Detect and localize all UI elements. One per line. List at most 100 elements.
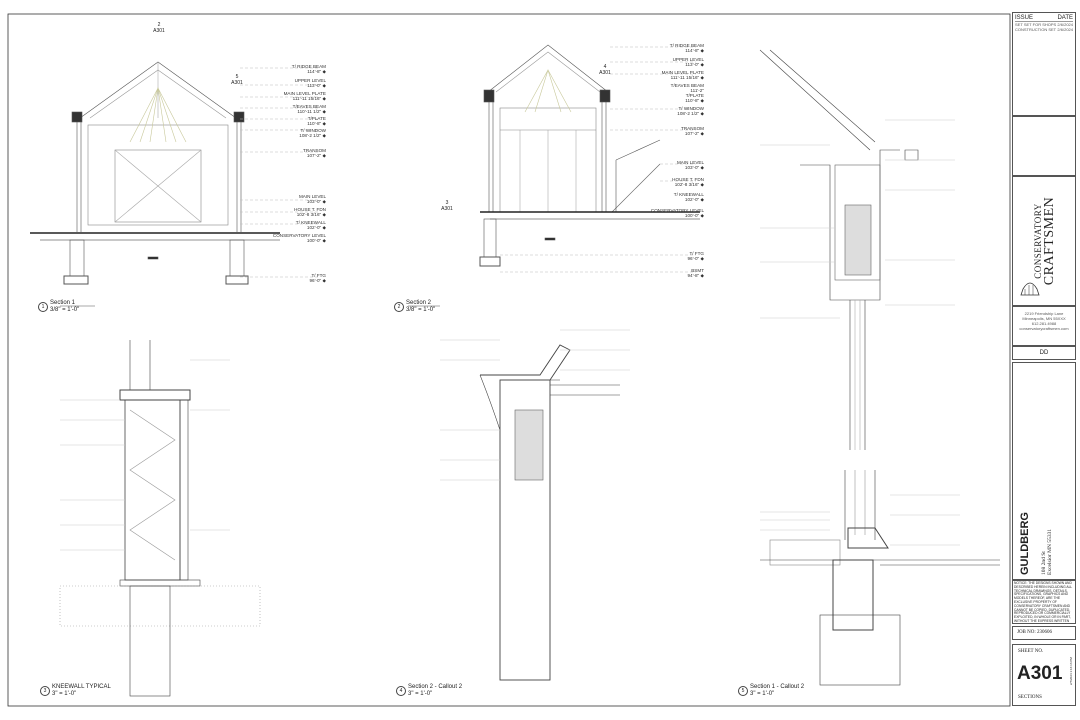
drawn-by: DD xyxy=(1012,346,1076,360)
level-target-icon: ◆ xyxy=(699,131,704,136)
dome-logo-icon xyxy=(1020,282,1040,296)
level-marker: CONSERVATORY LEVEL 100'-0" ◆ xyxy=(626,208,704,218)
marker-number: 4 xyxy=(603,64,607,70)
level-label: T/ RIDGE BEAM 114'-8" xyxy=(669,43,704,53)
level-marker: UPPER LEVEL 113'-0" ◆ xyxy=(626,57,704,67)
level-target-icon: ◆ xyxy=(321,199,326,204)
view-title: Section 1 - Callout 2 xyxy=(750,684,805,690)
level-label: T/ KNEEWALL 102'-0" xyxy=(295,220,326,230)
level-target-icon: ◆ xyxy=(321,212,326,217)
section-2-drawing xyxy=(479,44,700,273)
level-label: T/ WINDOW 108'-2 1/2" xyxy=(677,106,704,116)
level-label: MAIN LEVEL PLATE 111'-11 15/16" xyxy=(283,91,326,101)
view-scale: 3" = 1'-0" xyxy=(52,691,77,697)
section-1-callout-2-drawing xyxy=(760,470,1000,686)
blank-block xyxy=(1012,116,1076,176)
view-number: 1 xyxy=(38,302,48,312)
view-scale: 3/8" = 1'-0" xyxy=(406,307,436,313)
phone: 612.281.4988 xyxy=(1031,321,1057,326)
level-target-icon: ◆ xyxy=(699,273,704,278)
level-label: HOUSE T. FDN 102'-8 3/16" xyxy=(294,207,326,217)
section-2-callout-2-drawing xyxy=(440,329,630,681)
level-target-icon: ◆ xyxy=(699,182,704,187)
project-block: GULDBERG 108 2nd St Excelsior MN 55331 xyxy=(1012,362,1076,580)
level-label: T/EAVES BEAM 110'-11 1/2" xyxy=(292,104,326,114)
view-title: KNEEWALL TYPICAL xyxy=(52,684,111,690)
drawn-by-value: DD xyxy=(1039,350,1049,356)
level-marker: T/PLATE 110'-8" ◆ xyxy=(248,116,326,126)
level-marker: TRANSOM 107'-2" ◆ xyxy=(626,126,704,136)
level-target-icon: ◆ xyxy=(699,75,704,80)
issue-name: CONSTRUCTION SET xyxy=(1015,27,1057,32)
level-marker: CONSERVATORY LEVEL 100'-0" ◆ xyxy=(248,233,326,243)
level-label: T/EAVES BEAM 111'-2" T/PLATE 110'-8" xyxy=(670,83,704,103)
view-number: 4 xyxy=(396,686,406,696)
section-1-callout-1-drawing xyxy=(759,49,955,450)
level-marker: TRANSOM 107'-2" ◆ xyxy=(248,148,326,158)
marker-sheet: A301 xyxy=(599,70,611,76)
company-contact: 2219 Friendship Lane Minneapolis, MN 55X… xyxy=(1012,306,1076,346)
issue-date: 2/6/2024 xyxy=(1057,27,1073,32)
marker-sheet: A301 xyxy=(231,80,243,86)
sheet-number: A301 xyxy=(1017,663,1063,684)
view-scale: 3/8" = 1'-0" xyxy=(50,307,80,313)
level-marker: T/ WINDOW 108'-2 1/2" ◆ xyxy=(248,128,326,138)
level-marker: BSMT 94'-8" ◆ xyxy=(626,268,704,278)
view-number: 2 xyxy=(394,302,404,312)
level-marker: T/ KNEEWALL 102'-0" ◆ xyxy=(626,192,704,202)
level-target-icon: ◆ xyxy=(321,96,326,101)
level-target-icon: ◆ xyxy=(321,83,326,88)
level-target-icon: ◆ xyxy=(321,153,326,158)
date-header: DATE xyxy=(1057,15,1073,21)
level-marker: MAIN LEVEL 103'-0" ◆ xyxy=(248,194,326,204)
level-label: TRANSOM 107'-2" xyxy=(303,148,326,158)
level-marker: T/EAVES BEAM 110'-11 1/2" ◆ xyxy=(248,104,326,114)
view-title: Section 2 xyxy=(406,300,432,306)
section-1-drawing xyxy=(30,61,318,285)
level-label: T/ FTG 96'-0" xyxy=(309,273,326,283)
sheet-title: SECTIONS xyxy=(1018,695,1042,700)
level-target-icon: ◆ xyxy=(699,197,704,202)
level-marker: T/ FTG 96'-0" ◆ xyxy=(626,251,704,261)
level-target-icon: ◆ xyxy=(699,256,704,261)
view-number: 5 xyxy=(738,686,748,696)
view-title: Section 1 xyxy=(50,300,76,306)
level-label: CONSERVATORY LEVEL 100'-0" xyxy=(650,208,704,218)
level-label: T/PLATE 110'-8" xyxy=(307,116,326,126)
view-scale: 3" = 1'-0" xyxy=(408,691,433,697)
level-label: HOUSE T. FDN 102'-8 3/16" xyxy=(672,177,704,187)
level-label: T/ RIDGE BEAM 114'-8" xyxy=(291,64,326,74)
issue-date: 2/6/2024 xyxy=(1057,22,1073,27)
level-label: T/ KNEEWALL 102'-0" xyxy=(673,192,704,202)
view-title: Section 2 - Callout 2 xyxy=(408,684,463,690)
project-name: GULDBERG xyxy=(1019,512,1031,575)
level-label: CONSERVATORY LEVEL 100'-0" xyxy=(272,233,326,243)
level-marker: T/ FTG 96'-0" ◆ xyxy=(248,273,326,283)
level-label: T/ FTG 96'-0" xyxy=(687,251,704,261)
level-target-icon: ◆ xyxy=(321,69,326,74)
level-target-icon: ◆ xyxy=(699,62,704,67)
address-line-2: Minneapolis, MN 55XXX xyxy=(1022,316,1066,321)
level-label: TRANSOM 107'-2" xyxy=(681,126,704,136)
level-label: MAIN LEVEL 103'-0" xyxy=(676,160,704,170)
level-marker: MAIN LEVEL 103'-0" ◆ xyxy=(626,160,704,170)
notice-text: NOTICE: THE DESIGNS SHOWN AND DESCRIBED … xyxy=(1014,581,1073,623)
sheet-number-block: SHEET NO. A301 SECTIONS 2/7/2024 1:16:16… xyxy=(1012,644,1076,706)
issue-header: ISSUE xyxy=(1015,15,1034,21)
marker-sheet: A301 xyxy=(153,28,165,34)
level-target-icon: ◆ xyxy=(321,278,326,283)
level-target-icon: ◆ xyxy=(321,133,326,138)
level-target-icon: ◆ xyxy=(321,121,326,126)
level-label: BSMT 94'-8" xyxy=(687,268,704,278)
level-target-icon: ◆ xyxy=(321,109,326,114)
kneewall-typical-drawing xyxy=(59,340,261,697)
